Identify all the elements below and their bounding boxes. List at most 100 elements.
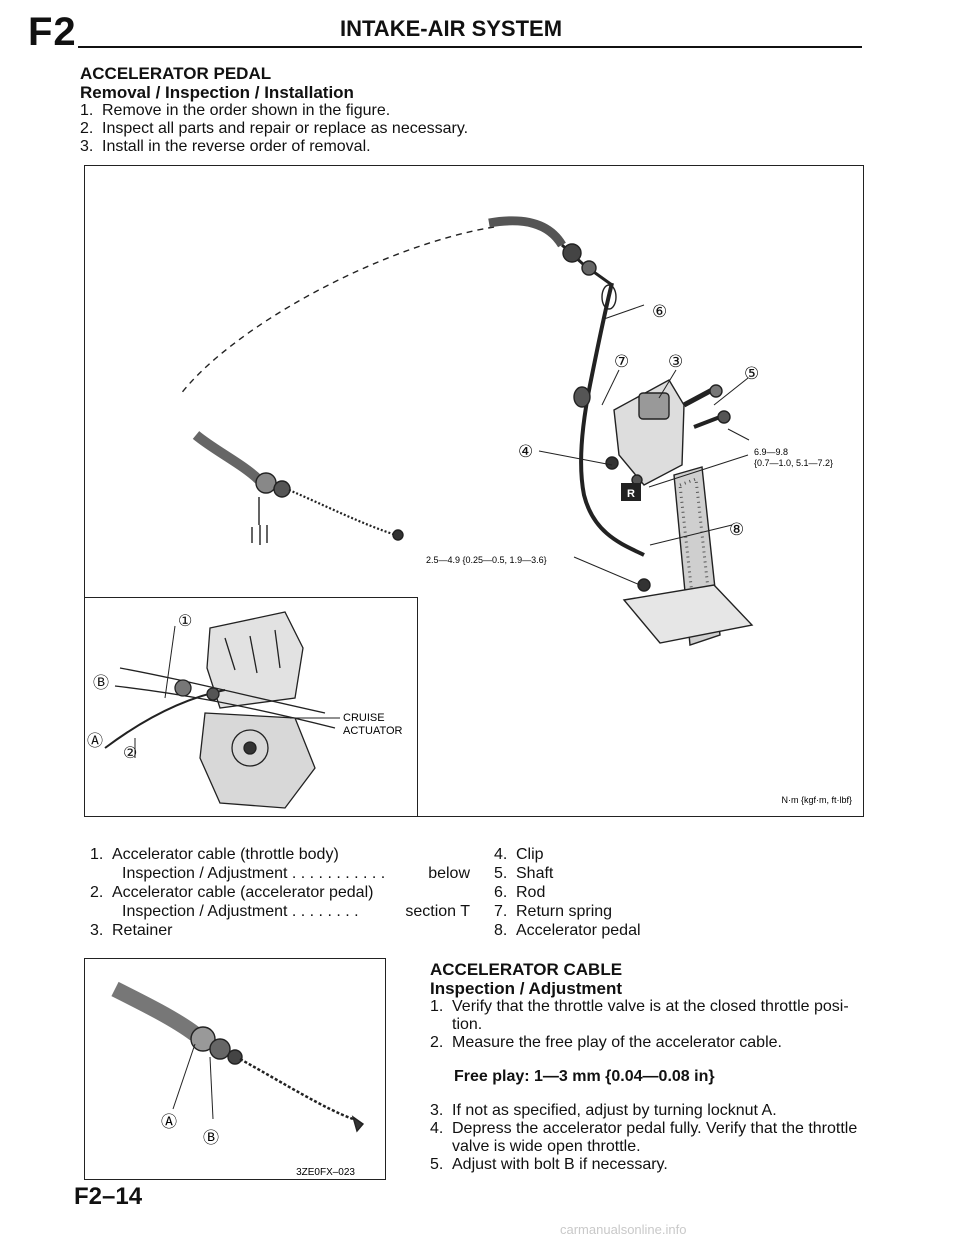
cruise-label-1: CRUISE: [343, 712, 385, 724]
part-name: Accelerator cable (accelerator pedal): [112, 884, 374, 901]
part-name: Accelerator pedal: [516, 922, 641, 939]
step-number: 5.: [430, 1156, 444, 1173]
replace-badge-text: R: [627, 488, 635, 500]
cable-route-line: [179, 226, 495, 396]
cable-section: ACCELERATOR CABLE Inspection / Adjustmen…: [430, 960, 870, 1174]
list-item: 5. Shaft: [494, 864, 794, 883]
callout-5: ⑤: [744, 364, 759, 383]
callout-a: Ⓐ: [87, 732, 103, 750]
cable-adjust-figure-frame: [84, 958, 386, 1180]
list-item: 7. Return spring: [494, 902, 794, 921]
step-number: 1.: [430, 998, 444, 1015]
header-rule: [78, 46, 862, 48]
list-item: 8. Accelerator pedal: [494, 921, 794, 940]
cable-sheath-lower: [192, 431, 263, 484]
step-number: 3.: [430, 1102, 444, 1119]
cable-step: 3. If not as specified, adjust by turning…: [430, 1102, 870, 1120]
part-number: 2.: [90, 884, 104, 901]
part-name: Rod: [516, 884, 546, 901]
step-text: Verify that the throttle valve is at the…: [452, 998, 849, 1033]
cable-section-subtitle: Inspection / Adjustment: [430, 979, 623, 998]
label-a: Ⓐ: [161, 1113, 177, 1131]
step-number: 2.: [80, 120, 94, 137]
part-name: Retainer: [112, 922, 173, 939]
part-number: 8.: [494, 922, 508, 939]
cable-step: 5. Adjust with bolt B if necessary.: [430, 1156, 870, 1174]
part-sub: Inspection / Adjustment . . . . . . . . …: [122, 865, 386, 882]
part-number: 7.: [494, 903, 508, 920]
torque-nut: 2.5—4.9 {0.25—0.5, 1.9—3.6}: [426, 555, 547, 565]
section-code: F2: [28, 10, 77, 54]
throttle-body: [199, 712, 316, 809]
list-item-sub: Inspection / Adjustment . . . . . . . . s…: [90, 902, 470, 921]
part-name: Shaft: [516, 865, 554, 882]
part-name: Return spring: [516, 903, 613, 920]
part-number: 5.: [494, 865, 508, 882]
part-number: 4.: [494, 846, 508, 863]
label-b: Ⓑ: [203, 1129, 219, 1147]
figure-code: 3ZE0FX–023: [296, 1167, 355, 1178]
callout-8: ⑧: [729, 520, 744, 539]
replace-part-badge: [621, 483, 641, 501]
torque-bolt-alt: {0.7—1.0, 5.1—7.2}: [754, 458, 833, 468]
pedal-step: 2. Inspect all parts and repair or replac…: [80, 120, 860, 138]
callout-6: ⑥: [652, 302, 667, 321]
list-item: 6. Rod: [494, 883, 794, 902]
step-text: Depress the accelerator pedal fully. Ver…: [452, 1120, 858, 1155]
pedal-rod: [579, 282, 645, 557]
step-number: 1.: [80, 102, 94, 119]
watermark: carmanualsonline.info: [560, 1222, 687, 1237]
exploded-diagram: R ⑥ ⑦ ③ ⑤ ④ ⑧ 6.9—9.8 {0.7—1.0, 5.1—7.2}…: [179, 216, 852, 805]
part-name: Clip: [516, 846, 544, 863]
small-cable-sheath: [111, 981, 200, 1041]
cable-adjust-figure: Ⓐ Ⓑ 3ZE0FX–023: [111, 981, 365, 1178]
pedal-section-title: ACCELERATOR PEDAL: [80, 64, 272, 83]
step-text: Install in the reverse order of removal.: [102, 138, 371, 155]
parts-list-right: 4. Clip 5. Shaft 6. Rod 7. Return spring 8. A…: [494, 845, 794, 940]
pedal-section-subtitle: Removal / Inspection / Installation: [80, 83, 354, 102]
cable-sheath-upper: [488, 216, 566, 248]
pedal-base: [622, 584, 754, 644]
cable-section-title: ACCELERATOR CABLE: [430, 960, 623, 979]
step-number: 2.: [430, 1034, 444, 1051]
step-text: Adjust with bolt B if necessary.: [452, 1156, 668, 1173]
part-number: 1.: [90, 846, 104, 863]
pedal-step: 1. Remove in the order shown in the figur…: [80, 102, 860, 120]
page-title: INTAKE-AIR SYSTEM: [340, 16, 563, 41]
page-number: F2–14: [74, 1183, 143, 1210]
torque-bolt-nm: 6.9—9.8: [754, 447, 788, 457]
callout-1: ①: [178, 613, 192, 630]
cable-step: 1. Verify that the throttle valve is at t…: [430, 998, 870, 1034]
callout-b: Ⓑ: [93, 674, 109, 692]
pedal-section: ACCELERATOR PEDAL Removal / Inspection /…: [80, 64, 860, 156]
cable-step: 2. Measure the free play of the accelerat…: [430, 1034, 870, 1052]
step-text: Inspect all parts and repair or replace …: [102, 120, 469, 137]
exploded-diagram-frame: [84, 165, 864, 817]
step-number: 4.: [430, 1120, 444, 1137]
part-ref: section T: [405, 903, 470, 920]
free-play-spec: Free play: 1—3 mm {0.04—0.08 in}: [454, 1068, 715, 1085]
cable-step: 4. Depress the accelerator pedal fully. V…: [430, 1120, 870, 1156]
callout-7: ⑦: [614, 352, 629, 371]
parts-list-left: 1. Accelerator cable (throttle body) Insp…: [90, 845, 470, 940]
part-sub: Inspection / Adjustment . . . . . . . .: [122, 903, 359, 920]
list-item-sub: Inspection / Adjustment . . . . . . . . …: [90, 864, 470, 883]
list-item: 3. Retainer: [90, 921, 470, 940]
callout-3: ③: [668, 352, 683, 371]
part-number: 3.: [90, 922, 104, 939]
cruise-label-2: ACTUATOR: [343, 725, 403, 737]
part-number: 6.: [494, 884, 508, 901]
step-number: 3.: [80, 138, 94, 155]
part-name: Accelerator cable (throttle body): [112, 846, 339, 863]
callout-4: ④: [518, 442, 533, 461]
list-item: 4. Clip: [494, 845, 794, 864]
step-text: If not as specified, adjust by turning l…: [452, 1102, 777, 1119]
step-text: Measure the free play of the accelerator…: [452, 1034, 782, 1051]
callout-2: ②: [123, 745, 137, 762]
cruise-actuator-inset: ① ② Ⓑ Ⓐ CRUISE ACTUATOR: [87, 611, 403, 809]
list-item: 1. Accelerator cable (throttle body): [90, 845, 470, 864]
step-text: Remove in the order shown in the figure.: [102, 102, 391, 119]
units-note: N·m {kgf·m, ft·lbf}: [781, 795, 852, 805]
part-ref: below: [428, 865, 470, 882]
pedal-step: 3. Install in the reverse order of remova…: [80, 138, 860, 156]
